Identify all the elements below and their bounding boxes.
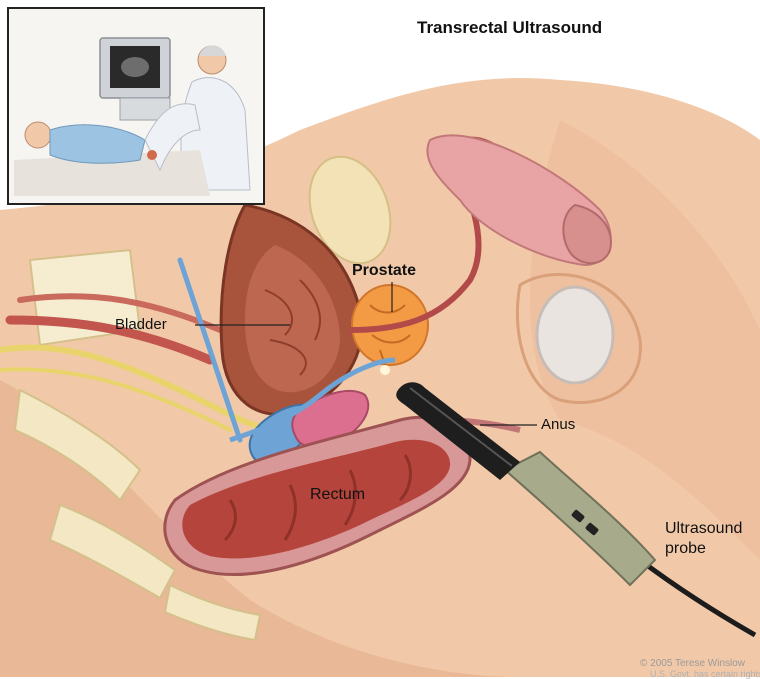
inset-panel: [8, 8, 264, 204]
diagram-title: Transrectal Ultrasound: [417, 18, 602, 38]
probe-label-line1: Ultrasound: [665, 520, 742, 538]
inset-probe-spot: [147, 150, 157, 160]
bladder-label: Bladder: [115, 316, 167, 333]
inset-monitor-image: [121, 57, 149, 77]
anus-label: Anus: [541, 416, 575, 433]
copyright-rights: U.S. Govt. has certain rights: [650, 669, 760, 679]
testicle: [537, 287, 613, 383]
inset-patient-head: [25, 122, 51, 148]
prostate-label: Prostate: [352, 262, 416, 280]
probe-label-line2: probe: [665, 540, 706, 558]
copyright-credit: © 2005 Terese Winslow: [640, 658, 745, 669]
rectum-label: Rectum: [310, 486, 365, 504]
prostate-highlight: [380, 365, 390, 375]
